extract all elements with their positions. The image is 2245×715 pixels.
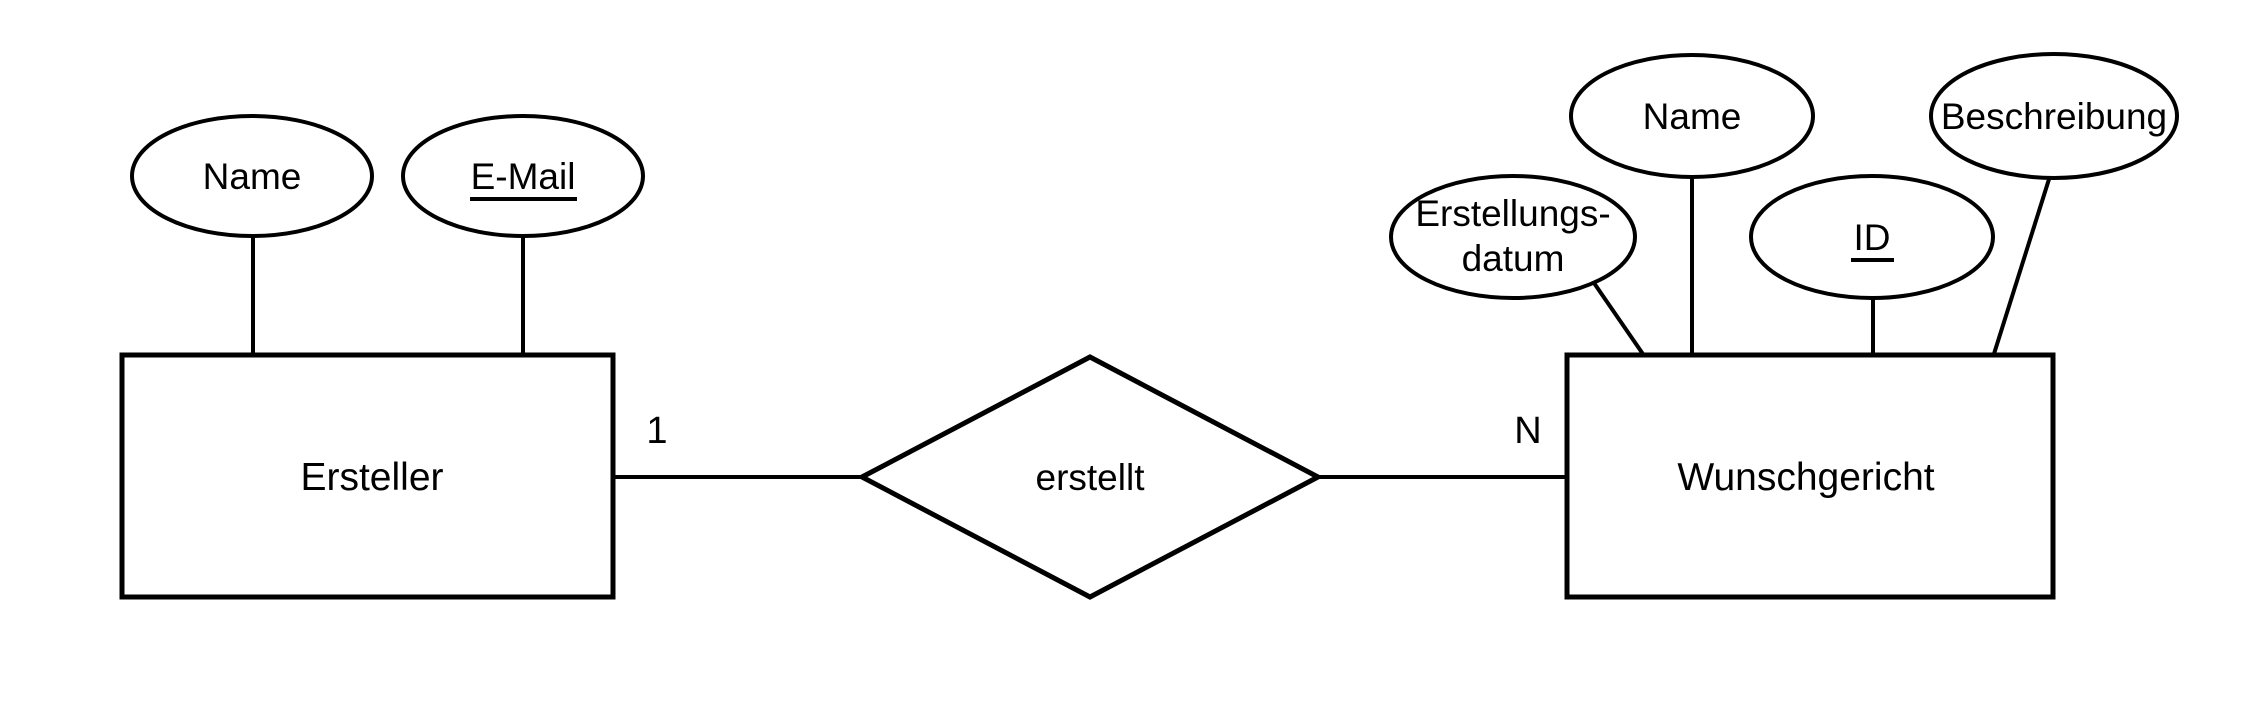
cardinality-right-label: N — [1514, 410, 1541, 452]
attribute-id-ellipse — [1749, 174, 1995, 300]
attribute-erstellungsdatum-label-line2: datum — [1462, 238, 1565, 279]
attribute-beschreibung: Beschreibung — [1929, 52, 2179, 180]
relationship-erstellt-label: erstellt — [1036, 457, 1146, 498]
entity-ersteller: Ersteller — [119, 352, 616, 600]
attribute-id-label: ID — [1854, 217, 1891, 258]
relationship-erstellt-diamond — [856, 354, 1324, 600]
attribute-name-ersteller-label: Name — [203, 156, 302, 197]
entity-wunschgericht: Wunschgericht — [1564, 352, 2056, 600]
attribute-erstellungsdatum-ellipse — [1389, 174, 1637, 300]
attribute-name-wunschgericht-ellipse — [1569, 53, 1815, 179]
attribute-erstellungsdatum: Erstellungs- datum — [1389, 174, 1637, 300]
attribute-name-wunschgericht-label: Name — [1643, 96, 1742, 137]
attribute-id: ID — [1749, 174, 1995, 300]
connector-erstellungsdatum-to-wunschgericht — [1592, 281, 1647, 359]
attribute-email-ersteller: E-Mail — [401, 114, 645, 238]
attribute-name-ersteller-ellipse — [130, 114, 374, 238]
entity-wunschgericht-label: Wunschgericht — [1677, 456, 1934, 499]
entity-ersteller-box — [119, 352, 616, 600]
entity-wunschgericht-box — [1564, 352, 2056, 600]
attribute-erstellungsdatum-label-line1: Erstellungs- — [1415, 193, 1610, 234]
attribute-name-ersteller: Name — [130, 114, 374, 238]
attribute-beschreibung-label: Beschreibung — [1941, 96, 2167, 137]
attribute-name-wunschgericht: Name — [1569, 53, 1815, 179]
connector-beschreibung-to-wunschgericht — [1991, 175, 2052, 358]
relationship-erstellt: erstellt — [856, 354, 1324, 600]
attribute-email-label: E-Mail — [471, 156, 576, 197]
attribute-email-ellipse — [401, 114, 645, 238]
entity-ersteller-label: Ersteller — [300, 456, 443, 499]
attribute-beschreibung-ellipse — [1929, 52, 2179, 180]
cardinality-left-label: 1 — [646, 410, 667, 452]
